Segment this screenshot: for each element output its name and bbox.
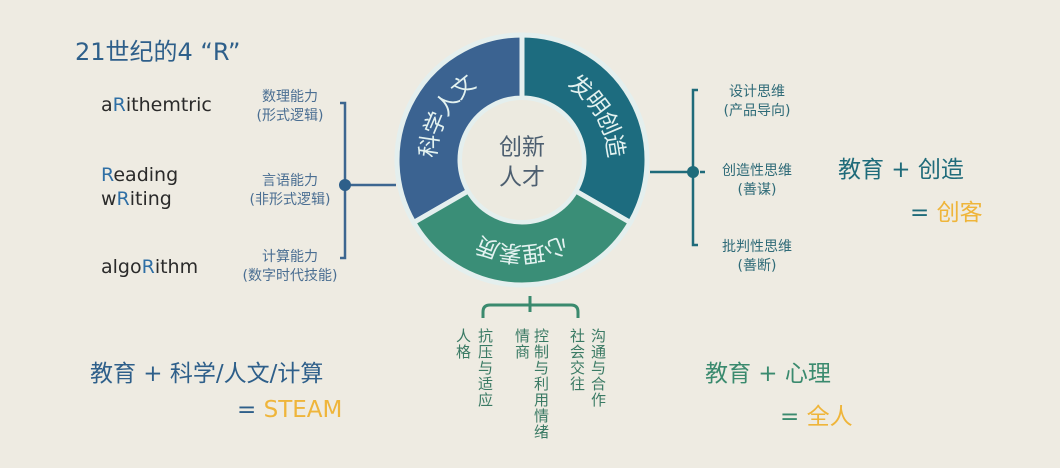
left-connector-dot	[339, 179, 351, 191]
right-label-critical: 批判性思维(善断)	[722, 239, 792, 274]
donut-chart: 科学人文发明创造心理素质创新人才	[394, 32, 650, 288]
maker-equation-result: = 创客	[910, 200, 983, 226]
bottom-desc-personality: 抗压与适应	[476, 328, 494, 408]
left-label-math: 数理能力(形式逻辑)	[256, 89, 324, 124]
whole-person-equation-result: = 全人	[780, 404, 853, 430]
bottom-title-eq: 情商	[513, 328, 531, 360]
r-word-algorithm: algoRithm	[101, 256, 199, 278]
right-label-creative: 创造性思维(善谋)	[722, 163, 792, 198]
maker-equation-lhs: 教育 + 创造	[838, 157, 964, 183]
left-label-computing: 计算能力(数字时代技能)	[242, 249, 338, 284]
bottom-title-personality: 人格	[454, 328, 472, 360]
right-label-design: 设计思维(产品导向)	[723, 84, 791, 119]
r-word-reading: Reading	[101, 164, 179, 186]
donut-segment-invention-creation	[519, 32, 650, 226]
page-title: 21世纪的4 “R”	[75, 38, 241, 66]
left-label-verbal: 言语能力(非形式逻辑)	[249, 173, 331, 208]
r-word-arithmetic: aRithemtric	[101, 94, 212, 116]
whole-person-equation-lhs: 教育 + 心理	[705, 361, 831, 387]
bottom-title-social: 社会交往	[568, 328, 586, 392]
steam-equation-lhs: 教育 + 科学/人文/计算	[90, 361, 324, 387]
donut-center	[462, 100, 582, 220]
r-word-writing: wRiting	[101, 188, 172, 210]
bottom-desc-eq: 控制与利用情绪	[532, 328, 550, 440]
steam-equation-result: = STEAM	[237, 397, 343, 423]
right-connector-dot	[687, 166, 699, 178]
donut-segment-science-humanities	[394, 32, 525, 226]
bottom-bracket	[481, 296, 580, 318]
donut-center-label: 人才	[499, 165, 545, 191]
bottom-desc-social: 沟通与合作	[589, 328, 607, 408]
donut-center-label: 创新	[499, 135, 545, 161]
donut-segment-psychological-quality	[410, 187, 634, 288]
